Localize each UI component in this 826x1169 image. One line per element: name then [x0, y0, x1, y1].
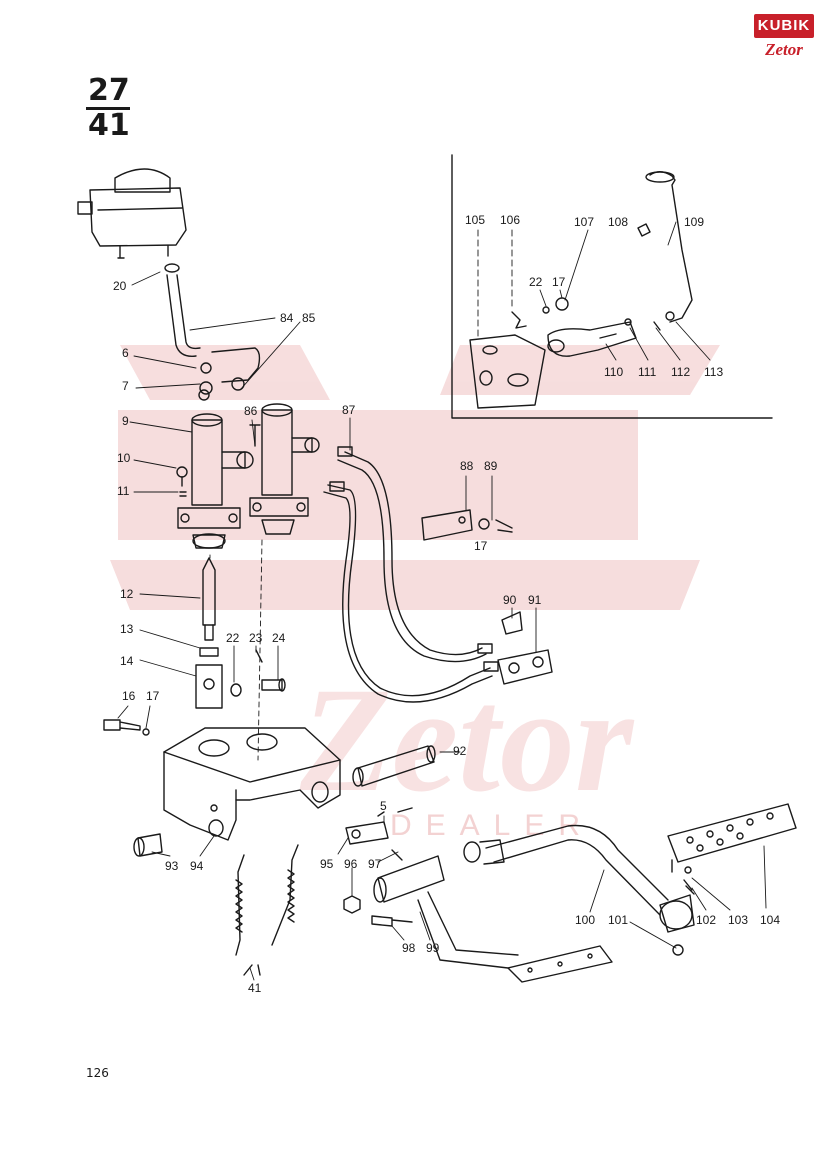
inset-parts: [469, 171, 693, 409]
part-label: 6: [122, 346, 129, 360]
part-label: 85: [302, 311, 316, 325]
part-label: 9: [122, 414, 129, 428]
push-rod-12: [199, 557, 219, 657]
part-label: 103: [728, 913, 749, 927]
part-label: 93: [165, 859, 179, 873]
logo-brand: KUBIK: [754, 14, 814, 38]
hose-84: [164, 263, 201, 357]
master-cylinder-right: [249, 403, 320, 535]
part-label: 11: [117, 484, 130, 498]
leader-lines: [117, 221, 767, 981]
part-label: 91: [528, 593, 542, 607]
part-label: 92: [453, 744, 467, 758]
part-label: 17: [474, 539, 488, 553]
part-label: 17: [146, 689, 160, 703]
watermark-dealer: DEALER: [390, 809, 594, 842]
part-label: 41: [248, 981, 262, 995]
part-label: 12: [120, 587, 134, 601]
part-label: 112: [671, 365, 691, 379]
inset-frame: [451, 154, 773, 419]
part-label: 94: [190, 859, 204, 873]
brake-pedal-99: [373, 855, 613, 983]
pin-set: [230, 649, 286, 697]
plate-number-top: 27: [88, 73, 130, 108]
bracket-91: [497, 649, 553, 685]
part-label: 14: [120, 654, 134, 668]
brake-lines-87: [323, 446, 499, 703]
clevis-14: [195, 664, 223, 709]
part-label: 16: [122, 689, 136, 703]
fasteners-lower: [343, 849, 695, 956]
plate-95: [345, 807, 413, 845]
part-label: 104: [760, 913, 781, 927]
part-label: 88: [460, 459, 474, 473]
part-label: 90: [503, 593, 517, 607]
part-label: 20: [113, 279, 127, 293]
page-number: 126: [86, 1066, 109, 1080]
part-label: 108: [608, 215, 629, 229]
pedal-pad-104: [667, 803, 797, 873]
part-label: 23: [249, 631, 263, 645]
master-cylinder-left: [177, 413, 254, 549]
part-label: 24: [272, 631, 286, 645]
return-springs-41: [235, 844, 299, 976]
part-label: 22: [226, 631, 240, 645]
dealer-logo: KUBIK Zetor: [754, 14, 814, 72]
fluid-reservoir: [77, 168, 187, 259]
part-label: 105: [465, 213, 486, 227]
part-label: 110: [604, 365, 624, 379]
part-label: 97: [368, 857, 382, 871]
part-label: 84: [280, 311, 294, 325]
bushing-93: [133, 833, 163, 857]
part-label: 13: [120, 622, 134, 636]
part-label: 102: [696, 913, 717, 927]
plate-number-bottom: 41: [88, 108, 130, 143]
bracket-88: [421, 509, 513, 541]
part-label: 101: [608, 913, 629, 927]
part-label: 113: [704, 365, 724, 379]
part-label: 96: [344, 857, 358, 871]
watermark-sub: Zetor: [299, 657, 635, 823]
part-label: 87: [342, 403, 356, 417]
part-label: 107: [574, 215, 595, 229]
part-label: 86: [244, 404, 258, 418]
clip-90: [501, 611, 523, 635]
part-label: 17: [552, 275, 566, 289]
part-label: 5: [380, 799, 387, 813]
part-label: 89: [484, 459, 498, 473]
shaft-92: [352, 745, 436, 787]
plate-divider: [86, 107, 130, 110]
pedal-bracket-94: [163, 727, 341, 841]
part-label: 95: [320, 857, 334, 871]
bolt-16: [103, 719, 150, 736]
banjo-fitting-85: [199, 347, 261, 395]
part-label: 109: [684, 215, 705, 229]
clutch-pedal-100: [463, 824, 695, 933]
logo-sub: Zetor: [765, 40, 803, 59]
part-label: 98: [402, 941, 416, 955]
part-label: 22: [529, 275, 543, 289]
part-label: 99: [426, 941, 440, 955]
part-label: 106: [500, 213, 521, 227]
part-label: 10: [117, 451, 131, 465]
part-label: 7: [122, 379, 129, 393]
plate-number: 27 41: [86, 73, 130, 143]
part-label: 100: [575, 913, 596, 927]
part-label: 111: [638, 365, 657, 379]
